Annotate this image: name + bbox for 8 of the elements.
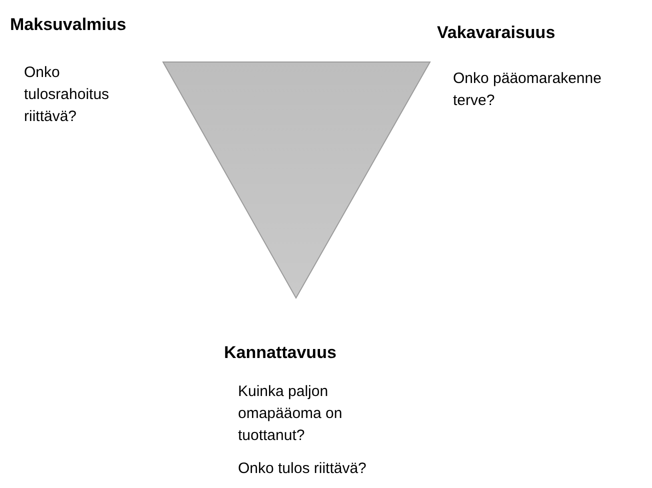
question-text: Onko tulosrahoitus riittävä? bbox=[24, 63, 110, 127]
inverted-triangle bbox=[162, 62, 431, 300]
question-text: Onko tulos riittävä? bbox=[238, 459, 368, 479]
question-text: Kuinka paljon omapääoma on tuottanut? bbox=[238, 382, 344, 446]
section-heading: Vakavaraisuus bbox=[437, 22, 556, 44]
section-heading: Kannattavuus bbox=[224, 342, 338, 364]
question-text: Onko pääomarakenne terve? bbox=[453, 69, 602, 111]
section-heading: Maksuvalmius bbox=[10, 14, 128, 36]
